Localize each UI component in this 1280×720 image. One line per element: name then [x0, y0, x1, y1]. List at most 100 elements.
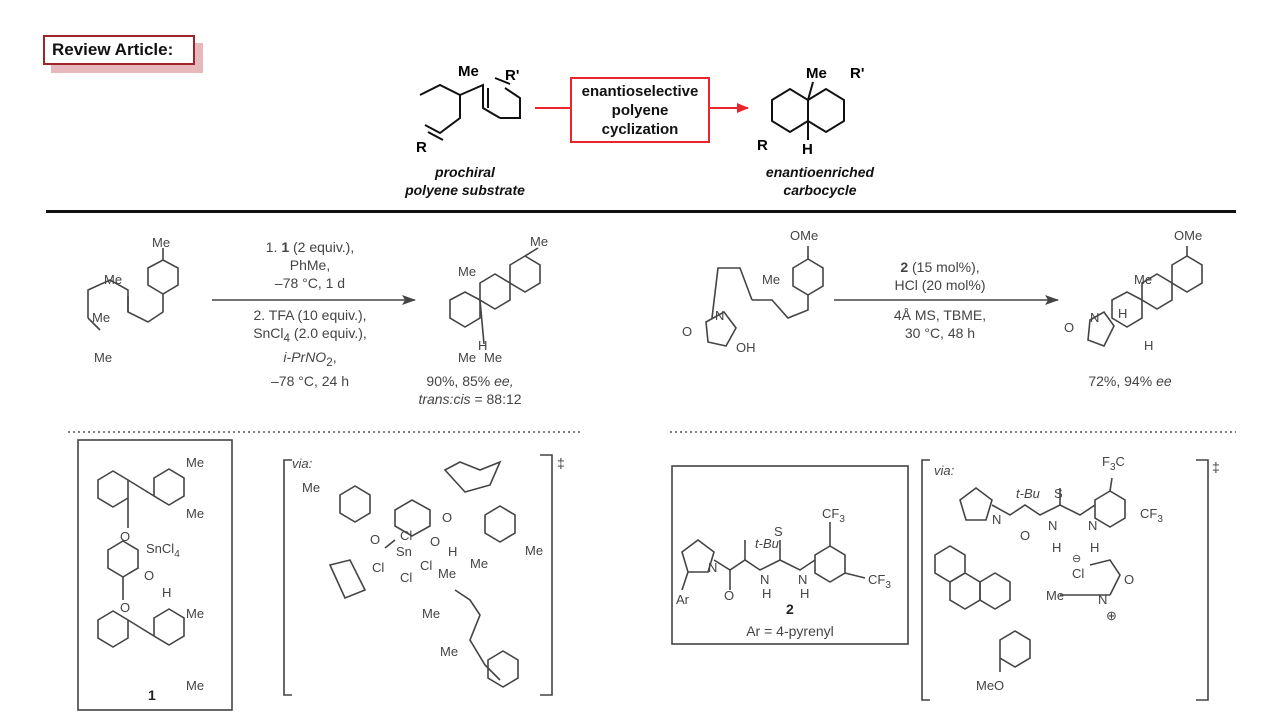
left-cond-line-3: –78 °C, 1 d	[274, 275, 346, 291]
ts2-o-lactam: O	[1124, 572, 1134, 587]
ts1-left-bracket	[283, 459, 292, 696]
ts2-f3c-sub: 3	[1110, 462, 1116, 473]
right-sub-o: O	[682, 324, 692, 339]
ts2-tbu: t-Bu	[1016, 486, 1040, 501]
ts1-h: H	[448, 544, 457, 559]
ts2-h-2: H	[1090, 540, 1099, 555]
left-substrate-structure	[87, 248, 179, 331]
product-h: H	[802, 141, 813, 158]
ts2-me: Me	[1046, 588, 1064, 603]
left-sub-me-mid: Me	[104, 272, 122, 287]
ts2-cl: Cl	[1072, 566, 1084, 581]
ts2-o: O	[1020, 528, 1030, 543]
cat1-me-2: Me	[186, 506, 204, 521]
cat1-h: H	[162, 585, 171, 600]
right-sub-me: Me	[762, 272, 780, 287]
cat2-h-2: H	[800, 586, 809, 601]
cat2-cf-top-sub: 3	[839, 514, 845, 525]
catalyst-ref-2: 2	[900, 259, 909, 275]
enantioselective-cyclization-box: enantioselective polyene cyclization	[570, 77, 710, 143]
ts1-sn: Sn	[396, 544, 412, 559]
ts1-o-top: O	[442, 510, 452, 525]
left-cond-line-1-rest: (2 equiv.),	[289, 239, 355, 255]
right-cond-line-4: 30 °C, 48 h	[904, 325, 976, 341]
substrate-caption-line-1: prochiral	[435, 164, 495, 180]
ts2-cf-sub: 3	[1157, 514, 1163, 525]
ts2-f3c-f: F	[1102, 454, 1110, 469]
left-conditions-top: 1. 1 (2 equiv.), PhMe, –78 °C, 1 d	[230, 238, 390, 292]
substrate-r: R	[416, 139, 427, 156]
cat2-n-pyrr: N	[708, 560, 717, 575]
carbocycle-structure	[771, 81, 845, 140]
cat2-n-1: N	[760, 572, 769, 587]
left-prod-me-2: Me	[484, 350, 502, 365]
product-me: Me	[806, 65, 827, 82]
ts1-me-1: Me	[302, 480, 320, 495]
product-caption-line-2: carbocycle	[783, 182, 857, 198]
left-ee: ee,	[494, 373, 514, 389]
ts1-dagger: ‡	[557, 455, 565, 471]
ts2-structure	[934, 477, 1126, 672]
cat2-cf3-top: CF3	[822, 506, 845, 525]
ts2-f3c-c: C	[1116, 454, 1125, 469]
right-substrate-structure	[705, 246, 824, 347]
right-yield: 72%, 94%	[1088, 373, 1157, 389]
cat1-o-3: O	[120, 600, 130, 615]
product-rprime: R'	[850, 65, 864, 82]
substrate-caption-line-2: polyene substrate	[405, 182, 525, 198]
catalyst-2-box	[671, 465, 909, 645]
substrate-caption: prochiral polyene substrate	[375, 163, 555, 199]
right-prod-ome: OMe	[1174, 228, 1202, 243]
ts1-cl-2: Cl	[372, 560, 384, 575]
right-sub-n: N	[715, 308, 724, 323]
right-cond-line-3: 4Å MS, TBME,	[893, 307, 987, 323]
trans-cis-ratio: = 88:12	[470, 391, 522, 407]
ts1-o-1: O	[370, 532, 380, 547]
cat2-o: O	[724, 588, 734, 603]
left-yield: 90%, 85%	[426, 373, 495, 389]
section-separator	[46, 210, 1236, 213]
ts1-me-3: Me	[438, 566, 456, 581]
ts2-dagger: ‡	[1212, 459, 1220, 475]
left-product-structure	[449, 247, 541, 345]
left-prod-me-top: Me	[530, 234, 548, 249]
ts1-o-2: O	[430, 534, 440, 549]
right-cond-line-1-rest: (15 mol%),	[908, 259, 980, 275]
cat1-o-2: O	[144, 568, 154, 583]
catalyst-1-structure	[97, 468, 185, 648]
right-sub-ome: OMe	[790, 228, 818, 243]
ts1-me-5: Me	[422, 606, 440, 621]
right-cond-line-2: HCl (20 mol%)	[894, 277, 986, 293]
ar-definition: Ar = 4-pyrenyl	[746, 623, 834, 639]
left-sub-me-bottom: Me	[94, 350, 112, 365]
sncl4-sub: 4	[283, 331, 291, 345]
left-cond-line-5: SnCl4 (2.0 equiv.),	[230, 324, 390, 348]
cat2-tbu: t-Bu	[755, 536, 779, 551]
right-prod-n: N	[1090, 310, 1099, 325]
ts2-meo: MeO	[976, 678, 1004, 693]
box-line-3: cyclization	[601, 121, 679, 138]
ts2-right-bracket	[1196, 459, 1209, 701]
ts2-h-1: H	[1052, 540, 1061, 555]
ts2-n-pyrr: N	[992, 512, 1001, 527]
box-line-2: polyene	[611, 102, 669, 119]
catalyst-2-structure	[681, 522, 866, 591]
ts1-cl-4: Cl	[420, 558, 432, 573]
substrate-rprime: R'	[505, 67, 519, 84]
right-conditions-top: 2 (15 mol%), HCl (20 mol%)	[860, 258, 1020, 294]
right-product-structure	[1087, 246, 1203, 348]
right-prod-h2: H	[1144, 338, 1153, 353]
product-r: R	[757, 137, 768, 154]
catalyst-2-label: 2	[786, 601, 794, 617]
right-result: 72%, 94% ee	[1060, 372, 1200, 390]
ts1-me-4: Me	[470, 556, 488, 571]
ts2-f3c: F3C	[1102, 454, 1125, 473]
right-prod-h1: H	[1118, 306, 1127, 321]
cat1-sncl-text: SnCl	[146, 541, 174, 556]
right-sub-oh: OH	[736, 340, 756, 355]
ts1-cl-3: Cl	[400, 570, 412, 585]
left-prod-h: H	[478, 338, 487, 353]
cat1-sncl-sub: 4	[174, 549, 180, 560]
left-cond-line-1: 1. 1 (2 equiv.),	[265, 239, 355, 255]
